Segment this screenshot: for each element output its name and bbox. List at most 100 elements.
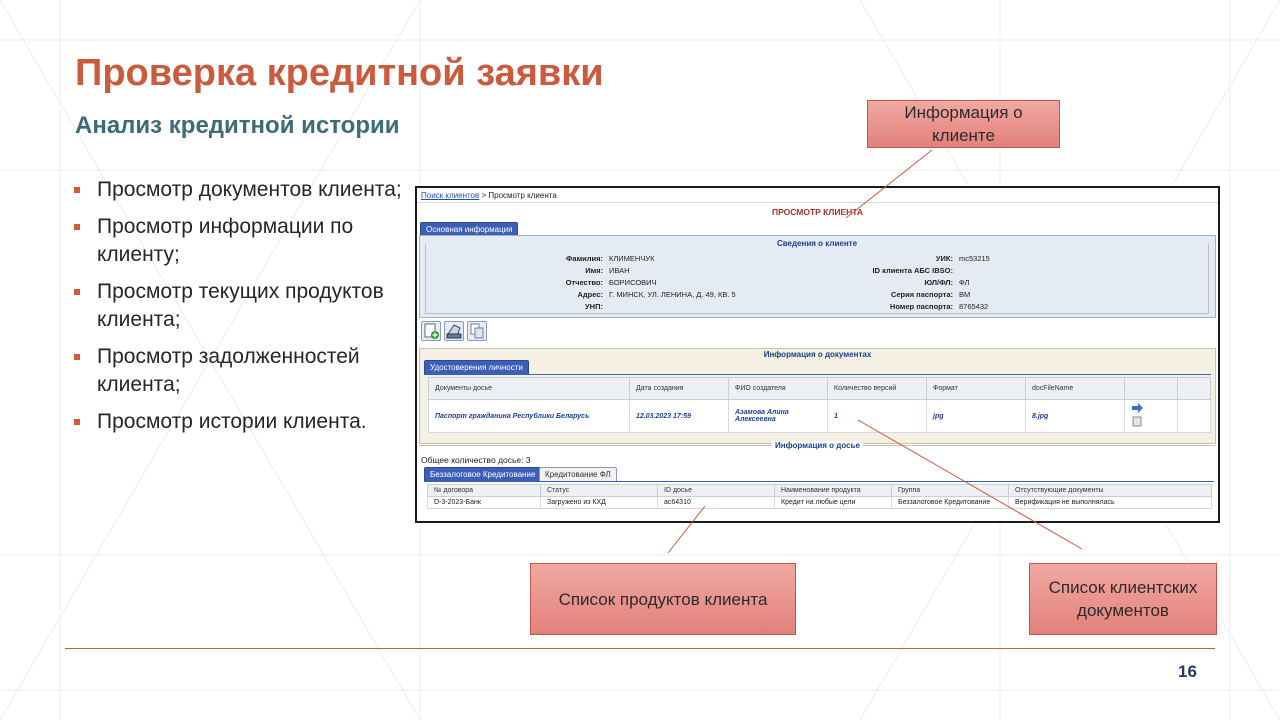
bullet-item: Просмотр информации по клиенту; — [72, 213, 402, 269]
client-info-panel: Сведения о клиенте Фамилия: КЛИМЕНЧУК Им… — [419, 235, 1216, 318]
label-name: Имя: — [585, 266, 603, 275]
label-passport-series: Серия паспорта: — [890, 290, 953, 299]
value-uik: mc53215 — [959, 254, 990, 263]
tab-unsecured-lending[interactable]: Беззалоговое Кредитование — [424, 467, 542, 481]
value-name: ИВАН — [609, 266, 630, 275]
label-unp: УНП: — [585, 302, 603, 311]
cell-missing-documents: Верификация не выполнялась — [1008, 496, 1212, 509]
column-header: Дата создания — [629, 377, 729, 400]
bullet-item: Просмотр текущих продуктов клиента; — [72, 278, 402, 334]
breadcrumb-current: Просмотр клиента — [488, 191, 557, 200]
dossier-panel: Информация о досье Общее количество дось… — [419, 441, 1216, 520]
file-icon[interactable] — [1132, 416, 1142, 427]
breadcrumb-separator: > — [481, 191, 487, 200]
cell-document[interactable]: Паспорт гражданина Республики Беларусь — [428, 399, 630, 433]
breadcrumb-link-client-search[interactable]: Поиск клиентов — [421, 191, 480, 200]
bullet-item: Просмотр документов клиента; — [72, 176, 402, 204]
client-section-legend: Сведения о клиенте — [426, 239, 1208, 248]
bullet-text: Просмотр документов клиента; — [97, 178, 402, 201]
documents-section-legend: Информация о документах — [763, 350, 872, 359]
tab-main-info[interactable]: Основная информация — [420, 222, 519, 236]
column-header — [1124, 377, 1178, 400]
column-header: docFileName — [1025, 377, 1125, 400]
callout-client-info: Информация о клиенте — [867, 100, 1060, 148]
row-actions — [1132, 403, 1143, 427]
table-header-row: № договора Статус ID досье Наименование … — [427, 484, 1212, 497]
label-ibso-id: ID клиента АБС IBSO: — [872, 266, 953, 275]
label-address: Адрес: — [577, 290, 604, 299]
page-number: 16 — [1178, 662, 1197, 681]
table-row[interactable]: Паспорт гражданина Республики Беларусь 1… — [428, 399, 1211, 433]
cell-dossier-id: ac64310 — [657, 496, 775, 509]
column-header — [1177, 377, 1211, 400]
cell-product-name: Кредит на любые цели — [774, 496, 892, 509]
scan-document-button[interactable] — [444, 321, 464, 341]
scanner-icon — [446, 324, 462, 339]
label-surname: Фамилия: — [566, 254, 603, 263]
footer-divider — [65, 648, 1215, 649]
cell-empty — [1177, 399, 1211, 433]
column-header: Количество версий — [827, 377, 927, 400]
bullet-text: Просмотр истории клиента. — [97, 410, 367, 433]
slide-subtitle: Анализ кредитной истории — [75, 112, 400, 139]
breadcrumb: Поиск клиентов > Просмотр клиента — [421, 191, 557, 200]
cell-creator: Азамова Алина Алексеевна — [728, 399, 828, 433]
value-surname: КЛИМЕНЧУК — [609, 254, 655, 263]
dossier-total: Общее количество досье: 3 — [421, 455, 531, 465]
column-header: № договора — [427, 484, 541, 497]
column-header: Статус — [540, 484, 658, 497]
column-header: ID досье — [657, 484, 775, 497]
cell-group: Беззалоговое Кредитование — [891, 496, 1009, 509]
label-passport-number: Номер паспорта: — [889, 302, 953, 311]
bullet-list: Просмотр документов клиента; Просмотр ин… — [72, 176, 402, 445]
bullet-item: Просмотр задолженностей клиента; — [72, 343, 402, 399]
slide-title: Проверка кредитной заявки — [75, 52, 604, 94]
bullet-text: Просмотр задолженностей клиента; — [97, 345, 360, 396]
bullet-marker — [74, 354, 80, 360]
value-passport-number: 8765432 — [959, 302, 989, 311]
documents-table: Документы досье Дата создания ФИО создат… — [428, 377, 1211, 433]
cell-contract-number: D-3-2023-Банк — [427, 496, 541, 509]
cell-status: Загружено из КХД — [540, 496, 658, 509]
divider — [417, 202, 1218, 203]
callout-products-list: Список продуктов клиента — [530, 563, 796, 635]
bullet-text: Просмотр информации по клиенту; — [97, 215, 354, 266]
tab-retail-lending[interactable]: Кредитование ФЛ — [539, 467, 617, 481]
copy-documents-icon — [470, 323, 484, 339]
copy-documents-button[interactable] — [467, 321, 487, 341]
value-patronymic: БОРИСОВИЧ — [609, 278, 657, 287]
tab-identity-documents[interactable]: Удостоверения личности — [424, 360, 529, 374]
label-entity-type: ЮЛ/ФЛ: — [924, 278, 953, 287]
column-header: ФИО создателя — [728, 377, 828, 400]
callout-documents-list: Список клиентских документов — [1029, 563, 1217, 635]
open-arrow-icon[interactable] — [1132, 403, 1143, 413]
cell-filename[interactable]: 8.jpg — [1025, 399, 1125, 433]
value-passport-series: ВМ — [959, 290, 971, 299]
label-patronymic: Отчество: — [565, 278, 603, 287]
tab-underline — [424, 481, 1214, 482]
column-header: Отсутствующие документы — [1008, 484, 1212, 497]
column-header: Формат — [926, 377, 1026, 400]
client-fieldset: Сведения о клиенте Фамилия: КЛИМЕНЧУК Им… — [425, 239, 1209, 314]
add-document-icon — [424, 323, 439, 339]
column-header: Группа — [891, 484, 1009, 497]
tab-underline — [424, 374, 1211, 375]
value-address: Г. МИНСК, УЛ. ЛЕНИНА, Д. 49, КВ. 5 — [609, 290, 736, 299]
dossier-section-legend: Информация о досье — [419, 441, 1216, 450]
cell-actions — [1124, 399, 1178, 433]
column-header: Документы досье — [428, 377, 630, 400]
bullet-marker — [74, 289, 80, 295]
bullet-marker — [74, 187, 80, 193]
dossier-table: № договора Статус ID досье Наименование … — [427, 484, 1212, 509]
screen-title: ПРОСМОТР КЛИЕНТА — [771, 207, 864, 217]
add-document-button[interactable] — [421, 321, 441, 341]
cell-format: jpg — [926, 399, 1026, 433]
bullet-marker — [74, 419, 80, 425]
bullet-item: Просмотр истории клиента. — [72, 408, 402, 436]
documents-panel: Информация о документах Удостоверения ли… — [419, 348, 1216, 444]
column-header: Наименование продукта — [774, 484, 892, 497]
cell-versions: 1 — [827, 399, 927, 433]
client-view-screenshot: Поиск клиентов > Просмотр клиента ПРОСМО… — [415, 186, 1220, 523]
table-row[interactable]: D-3-2023-Банк Загружено из КХД ac64310 К… — [427, 496, 1212, 509]
value-entity-type: ФЛ — [959, 278, 970, 287]
